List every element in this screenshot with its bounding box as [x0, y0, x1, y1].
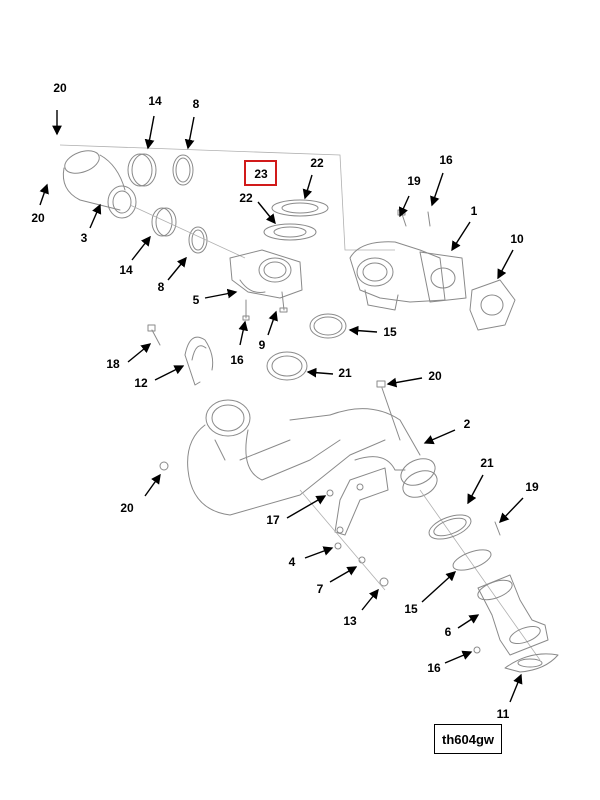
callout-21-lower[interactable]: 21: [480, 456, 494, 470]
callout-15-lower[interactable]: 15: [404, 602, 418, 616]
highlight-box-23: [244, 160, 277, 186]
callout-11[interactable]: 11: [497, 707, 510, 721]
callout-16-lower[interactable]: 16: [427, 661, 441, 675]
part-5-elbow-flange: [229, 249, 303, 299]
part-4-bolt: [334, 542, 342, 550]
part-3-elbow-pipe: [62, 150, 137, 219]
part-16-bolt-lower: [473, 646, 481, 654]
callout-21-mid[interactable]: 21: [338, 366, 352, 380]
part-17-nut: [326, 489, 334, 497]
callout-4[interactable]: 4: [289, 555, 296, 569]
callout-labels: 20 14 8 20 3 14 8 22 22 5 16 9 19 16 1 1…: [31, 81, 539, 721]
callout-16-left[interactable]: 16: [230, 353, 244, 367]
callout-13[interactable]: 13: [343, 614, 357, 628]
callout-14-top[interactable]: 14: [148, 94, 162, 108]
part-8-seal-lower: [188, 226, 208, 254]
callout-9[interactable]: 9: [259, 338, 266, 352]
callout-22-lower[interactable]: 22: [239, 191, 253, 205]
callout-19-upper[interactable]: 19: [407, 174, 421, 188]
part-14-ring-lower: [151, 207, 173, 237]
callout-12[interactable]: 12: [134, 376, 148, 390]
leader-arrows: [39, 110, 524, 703]
part-21-ring-lower: [428, 514, 472, 540]
callout-20-lower-left[interactable]: 20: [120, 501, 134, 515]
part-20-nut-lower-left: [159, 461, 169, 471]
part-1-manifold: [349, 241, 467, 311]
part-19-bolt-upper: [401, 213, 407, 227]
part-20-bolt-right: [381, 387, 401, 441]
part-19-bolt-lower: [494, 521, 501, 536]
callout-15-mid[interactable]: 15: [383, 325, 397, 339]
part-9-bolt: [281, 291, 285, 311]
callout-18[interactable]: 18: [106, 357, 120, 371]
part-2-main-pipe: [187, 399, 438, 516]
reference-code: th604gw: [441, 731, 494, 747]
callout-22-upper[interactable]: 22: [310, 156, 324, 170]
part-10-gasket: [469, 279, 516, 331]
part-15-seal-lower: [452, 549, 492, 571]
callout-5[interactable]: 5: [193, 293, 200, 307]
part-17-bracket: [334, 467, 389, 536]
callout-1[interactable]: 1: [471, 204, 478, 218]
part-22-gasket-upper: [271, 199, 329, 217]
part-16-bolt-upper: [427, 211, 431, 227]
parts-artwork: [59, 144, 559, 673]
part-11-gasket: [504, 653, 559, 673]
part-12-clamp: [184, 336, 214, 386]
callout-20-left[interactable]: 20: [31, 211, 45, 225]
callout-20-top-left[interactable]: 20: [53, 81, 67, 95]
part-13-nut: [379, 577, 389, 587]
reference-code-box: th604gw: [434, 724, 502, 754]
callout-10[interactable]: 10: [510, 232, 524, 246]
part-21-ring-mid: [266, 351, 308, 381]
callout-2[interactable]: 2: [464, 417, 471, 431]
part-18-bolt: [151, 329, 161, 346]
callout-14-lower[interactable]: 14: [119, 263, 133, 277]
part-22-gasket-lower: [263, 223, 317, 241]
part-14-ring-top: [127, 153, 153, 187]
part-8-seal-top: [172, 154, 194, 186]
callout-8-top[interactable]: 8: [193, 97, 200, 111]
callout-8-lower[interactable]: 8: [158, 280, 165, 294]
part-6-elbow: [477, 574, 549, 656]
callout-6[interactable]: 6: [445, 625, 452, 639]
callout-19-lower[interactable]: 19: [525, 480, 539, 494]
callout-16-upper[interactable]: 16: [439, 153, 453, 167]
part-15-seal-mid: [309, 313, 347, 339]
callout-7[interactable]: 7: [317, 582, 324, 596]
callout-20-right[interactable]: 20: [428, 369, 442, 383]
callout-23[interactable]: 23: [254, 167, 268, 181]
callout-3[interactable]: 3: [81, 231, 88, 245]
callout-17[interactable]: 17: [266, 513, 280, 527]
